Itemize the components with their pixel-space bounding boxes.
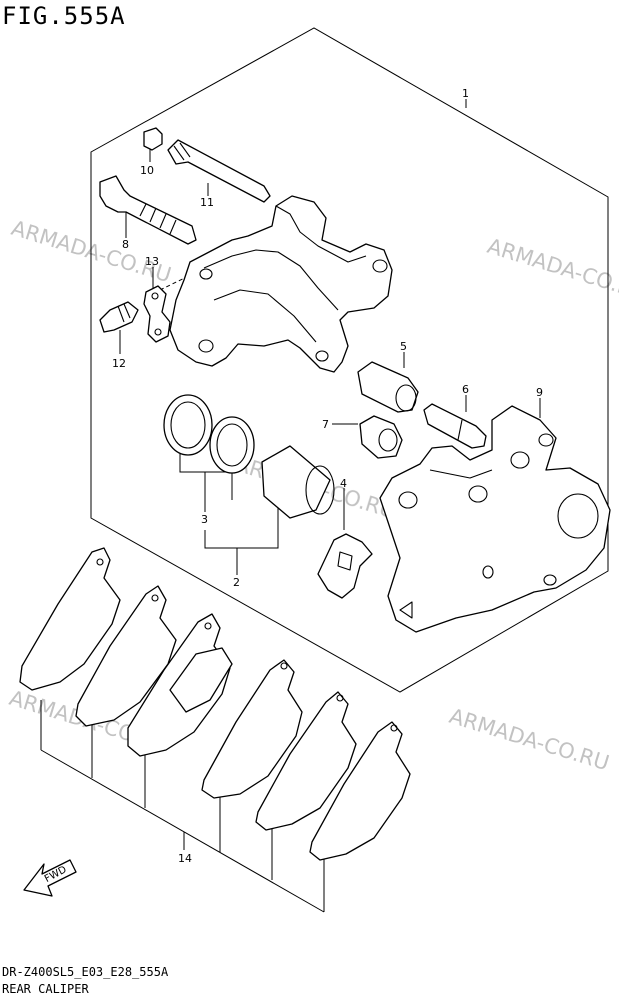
fwd-arrow-icon: FWD <box>23 859 77 897</box>
assembly-outline <box>90 27 609 693</box>
brake-pad <box>201 659 303 799</box>
watermark: ARMADA-CO.RU <box>447 704 612 775</box>
slide-sleeve <box>357 361 419 413</box>
callout-3: 3 <box>201 513 208 526</box>
caliper-bracket <box>379 405 611 633</box>
callout-8: 8 <box>122 238 129 251</box>
brake-pad <box>75 585 177 727</box>
piston-seals <box>163 394 255 474</box>
diagram-name: REAR CALIPER <box>2 982 89 996</box>
pad-pin <box>167 139 271 203</box>
brake-pad <box>255 691 357 831</box>
piston <box>261 445 335 519</box>
figure-title: FIG.555A <box>2 2 126 30</box>
callout-12: 12 <box>112 357 126 370</box>
callout-11: 11 <box>200 196 214 209</box>
watermark: ARMADA-CO.RU <box>485 234 619 305</box>
brake-pad <box>309 721 411 861</box>
slide-boot <box>359 415 403 459</box>
brake-pad <box>19 547 121 691</box>
bleeder-valve <box>99 301 139 333</box>
callout-5: 5 <box>400 340 407 353</box>
callout-9: 9 <box>536 386 543 399</box>
bleeder-cap <box>143 127 163 151</box>
callout-14: 14 <box>178 852 192 865</box>
callout-4: 4 <box>340 477 347 490</box>
callout-2: 2 <box>233 576 240 589</box>
callout-1: 1 <box>462 87 469 100</box>
leader-lines <box>40 99 541 913</box>
pad-spring <box>317 533 373 599</box>
callout-6: 6 <box>462 383 469 396</box>
callout-13: 13 <box>145 255 159 268</box>
callout-10: 10 <box>140 164 154 177</box>
slide-pin <box>423 403 487 449</box>
brake-pads <box>19 547 411 861</box>
callout-7: 7 <box>322 418 329 431</box>
callout-numbers: 1 2 3 4 5 6 7 8 9 10 11 12 13 14 <box>112 87 543 865</box>
mounting-bolt <box>99 175 197 245</box>
bleeder-bracket <box>143 285 171 343</box>
caliper-body <box>169 195 393 373</box>
diagram-code: DR-Z400SL5_E03_E28_555A <box>2 965 169 979</box>
